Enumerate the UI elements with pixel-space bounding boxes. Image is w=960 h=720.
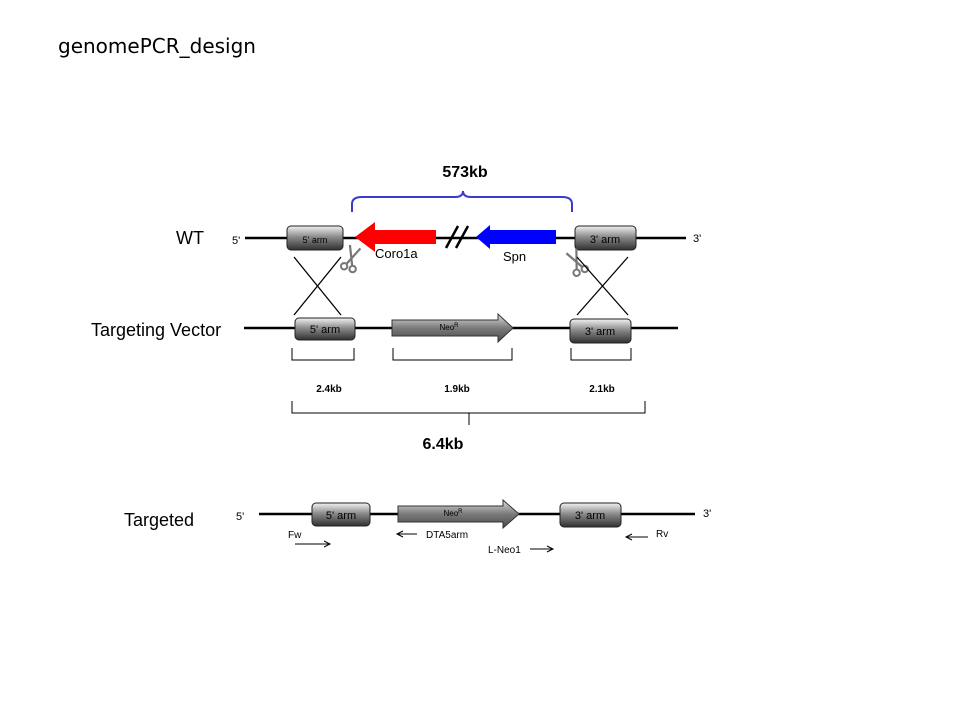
- segment-3-arm-size: 2.1kb: [589, 384, 615, 395]
- scissors-icon: [338, 243, 364, 275]
- wt-row-label: WT: [176, 228, 204, 248]
- segment-brace-neo: [392, 348, 513, 361]
- primer-dta5arm-arrowhead: [395, 530, 404, 538]
- spn-gene-arrow: [476, 225, 556, 249]
- vector-5-arm-label: 5' arm: [310, 324, 340, 336]
- vector-neo-cassette: [391, 312, 514, 344]
- primer-lneo1-label: L-Neo1: [488, 545, 521, 556]
- targeted-3-arm-label: 3' arm: [575, 510, 605, 522]
- vector-5-arm: [294, 317, 356, 341]
- targeted-5prime-label: 5': [236, 511, 244, 523]
- primer-rv-arrowhead: [624, 533, 633, 541]
- targeted-3prime-label: 3': [703, 508, 711, 520]
- axis-break-mark: [444, 225, 460, 249]
- primer-lneo1-arrowhead: [546, 545, 555, 553]
- targeted-neo-label: NeoR: [443, 509, 463, 518]
- segment-5-arm-size: 2.4kb: [316, 384, 342, 395]
- wt-5-arm: [286, 225, 344, 251]
- deletion-size-label: 573kb: [442, 164, 488, 181]
- vector-neo-label: NeoR: [439, 323, 459, 332]
- targeted-5-arm-label: 5' arm: [326, 510, 356, 522]
- targeted-5-arm: [311, 502, 371, 527]
- total-brace: [291, 401, 646, 425]
- targeted-row-label: Targeted: [124, 510, 194, 530]
- wt-5prime-label: 5': [232, 235, 240, 247]
- wt-3prime-label: 3': [693, 233, 701, 245]
- primer-fw-arrowhead: [323, 540, 332, 548]
- axis-break-mark: [454, 225, 470, 249]
- segment-brace-5-arm: [291, 348, 355, 361]
- coro1a-gene-arrow: [355, 222, 436, 252]
- deletion-bracket: [351, 190, 573, 212]
- segment-neo-size: 1.9kb: [444, 384, 470, 395]
- wt-5-arm-label: 5' arm: [303, 235, 328, 245]
- targeted-3-arm: [559, 502, 622, 528]
- segment-brace-3-arm: [570, 348, 632, 361]
- crossover-line: [576, 256, 629, 316]
- vector-row-label: Targeting Vector: [91, 320, 221, 340]
- spn-label: Spn: [503, 249, 526, 264]
- page-title: genomePCR_design: [58, 34, 256, 58]
- wt-3-arm: [574, 225, 637, 251]
- wt-3-arm-label: 3' arm: [590, 234, 620, 246]
- coro1a-label: Coro1a: [375, 246, 418, 261]
- crossover-line: [293, 256, 342, 316]
- primer-dta5arm-label: DTA5arm: [426, 530, 468, 541]
- vector-3-arm: [569, 318, 632, 344]
- total-size-label: 6.4kb: [423, 436, 464, 453]
- vector-3-arm-label: 3' arm: [585, 326, 615, 338]
- targeted-neo-cassette: [397, 498, 520, 530]
- primer-rv-label: Rv: [656, 529, 668, 540]
- primer-fw-label: Fw: [288, 530, 302, 541]
- scissors-icon: [563, 246, 591, 279]
